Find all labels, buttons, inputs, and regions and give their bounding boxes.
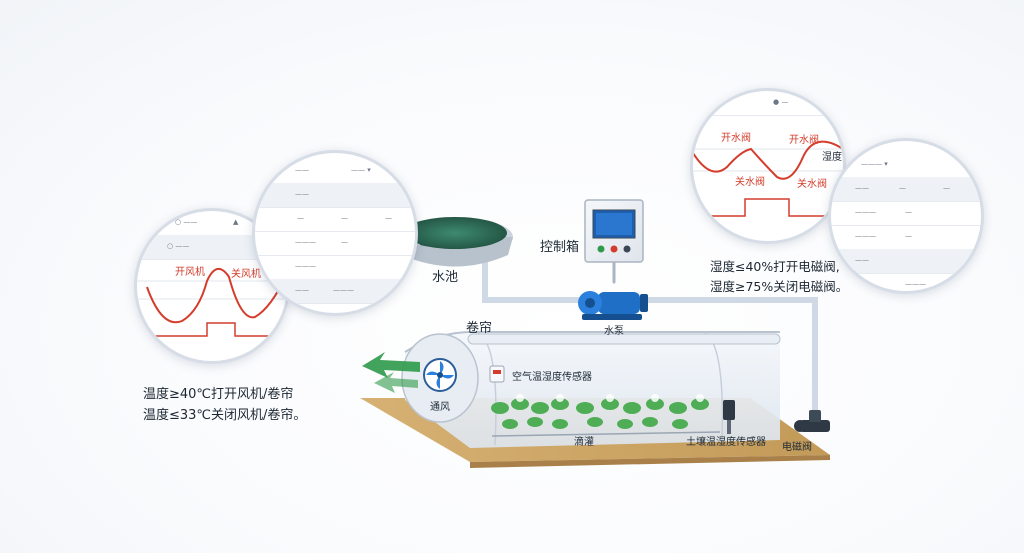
humidity-axis-label: 湿度 [822,152,842,163]
lens-row: ● — [693,91,843,116]
valve-rule-line-1: 湿度≤40%打开电磁阀, [710,259,840,274]
air-sensor-label: 空气温湿度传感器 [512,372,592,383]
lens-row: ————— [831,273,981,291]
fan-close-label: 关风机 [231,269,261,280]
soil-sensor-device [723,400,735,434]
ventilation-fan [423,358,457,392]
valve-open-label: 开水阀 [721,133,751,144]
fan-rule-line-2: 温度≤33℃关闭风机/卷帘。 [143,408,307,423]
drip-label: 滴灌 [574,437,594,448]
solenoid-valve-label: 电磁阀 [782,442,812,453]
greenhouse-tunnel [401,330,781,448]
lens-row: ———— [831,177,981,202]
pump-label: 水泵 [604,326,624,337]
humidity-curve [693,140,843,217]
lens-row: ———— [831,201,981,226]
soil-sensor-label: 土壤温湿度传感器 [686,437,766,448]
fan-rule-note: 温度≥40℃打开风机/卷帘 温度≤33℃关闭风机/卷帘。 [143,384,306,426]
lens-row: ———— [255,231,415,256]
airflow-arrows [362,352,420,393]
valve-open-label-2: 开水阀 [789,135,819,146]
lens-row: —— [831,249,981,274]
valve-close-label: 关水阀 [735,177,765,188]
lens-row: ——— [255,207,415,232]
lens-row: ———— ▾ [255,159,415,184]
lens-row: ——— ▾ [831,153,981,178]
fan-settings-lens: ———— ▾ —— ——— ———— ——— ————— [252,150,418,316]
fan-open-label: 开风机 [175,267,205,278]
humidity-chart-lens: ● — 开水阀 开水阀 关水阀 关水阀 [690,88,846,244]
control-box [584,199,644,263]
water-tank [397,217,513,267]
lens-row: ——— [255,255,415,280]
fan-label: 通风 [430,402,450,413]
lens-row: ———— [831,225,981,250]
air-sensor-device [489,365,505,383]
water-pump [578,291,648,320]
water-tank-label: 水池 [432,270,459,285]
curtain-label: 卷帘 [466,321,493,336]
fan-rule-line-1: 温度≥40℃打开风机/卷帘 [143,387,294,402]
valve-rule-note: 湿度≤40%打开电磁阀, 湿度≥75%关闭电磁阀。 [710,257,848,297]
plant-rows [491,394,721,437]
valve-close-label-2: 关水阀 [797,179,827,190]
lens-row: ————— [255,279,415,304]
valve-rule-line-2: 湿度≥75%关闭电磁阀。 [710,279,849,294]
lens-row: —— [255,183,415,208]
valve-settings-lens: ——— ▾ ———— ———— ———— —— ————— [828,138,984,294]
solenoid-valve [794,410,830,432]
control-box-label: 控制箱 [540,240,580,255]
